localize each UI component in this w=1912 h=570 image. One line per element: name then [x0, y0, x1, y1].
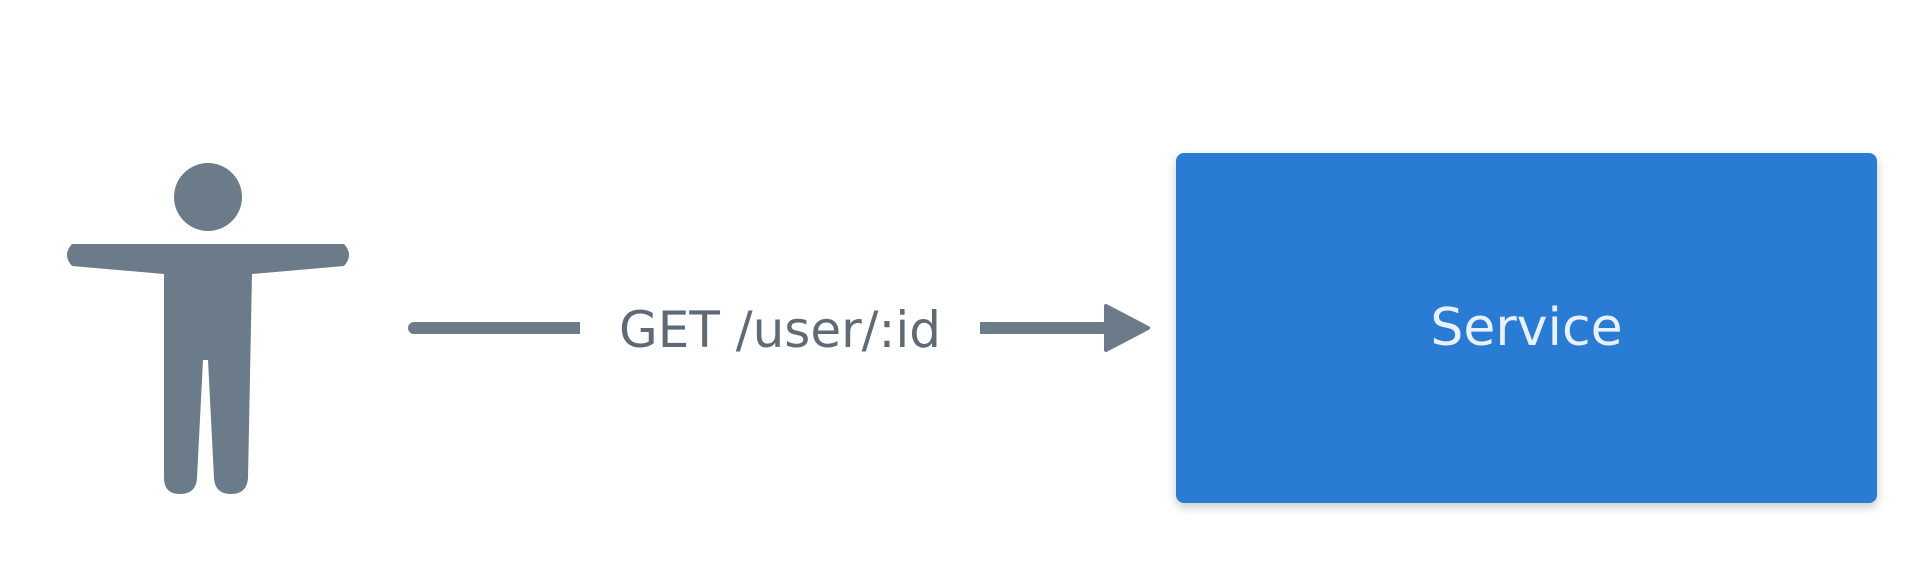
service-label: Service [1430, 298, 1623, 358]
person-body [67, 244, 349, 494]
person-icon [67, 163, 349, 494]
request-label: GET /user/:id [580, 296, 980, 364]
person-head [174, 163, 242, 231]
arrow-head [1104, 304, 1150, 352]
service-box: Service [1176, 153, 1877, 503]
